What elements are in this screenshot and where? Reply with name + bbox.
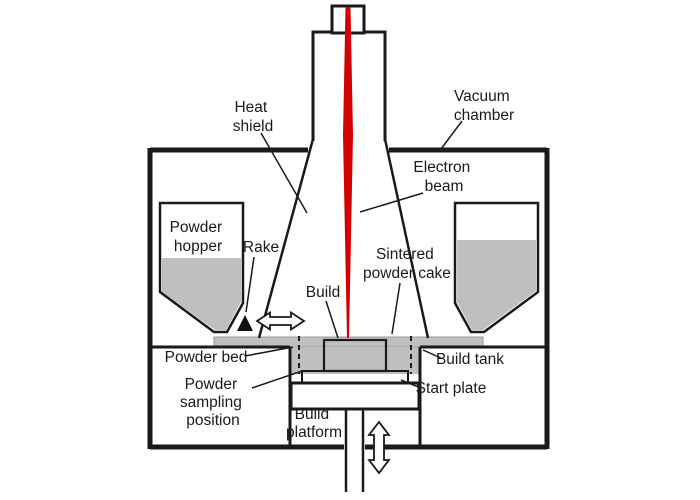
- label-build-tank: Build tank: [436, 351, 504, 368]
- rake-icon: [237, 315, 253, 331]
- leader-powder-sampling: [251, 370, 303, 389]
- vacuum-chamber-wall: [147, 147, 550, 450]
- label-build-platform-line2: platform: [286, 424, 342, 441]
- label-powder-sampling-position: Powder sampling position: [180, 376, 246, 429]
- label-vacuum-chamber-line1: Vacuum: [454, 88, 510, 105]
- powder-fill-left: [162, 258, 241, 330]
- leader-start-plate: [400, 379, 422, 389]
- sintered-powder-cake: [291, 347, 419, 374]
- label-build-platform: Build platform: [286, 406, 342, 441]
- heat-shield-cone: [257, 138, 430, 339]
- label-electron-beam: Electron beam: [413, 159, 474, 195]
- leader-powder-bed: [244, 346, 294, 357]
- label-powder-sampling-line2: sampling: [180, 394, 242, 411]
- label-start-plate: Start plate: [416, 380, 487, 397]
- label-powder-sampling-line3: position: [186, 412, 239, 429]
- label-vacuum-chamber-line2: chamber: [454, 107, 514, 124]
- leader-heat-shield: [260, 132, 308, 214]
- label-powder-hopper-line2: hopper: [174, 238, 222, 255]
- sintered-cake-boundary: [298, 336, 412, 374]
- electron-beam: [343, 7, 353, 338]
- label-electron-beam-line1: Electron: [413, 159, 470, 176]
- powder-hopper-left: [158, 201, 245, 334]
- label-powder-hopper-line1: Powder: [170, 219, 223, 236]
- powder-fill-right: [457, 240, 536, 330]
- leader-sintered-powder-cake: [391, 282, 401, 335]
- label-build-line1: Build: [306, 284, 340, 301]
- label-sintered-powder-cake: Sintered powder cake: [363, 246, 451, 282]
- powder-hopper-right: [453, 201, 540, 334]
- label-sintered-line2: powder cake: [363, 265, 451, 282]
- label-powder-hopper: Powder hopper: [170, 219, 227, 255]
- label-powder-bed: Powder bed: [165, 349, 248, 366]
- label-build: Build: [306, 284, 340, 301]
- label-build-tank-line1: Build tank: [436, 351, 504, 368]
- label-heat-shield: Heat shield: [233, 99, 274, 135]
- build-platform: [289, 381, 421, 411]
- label-heat-shield-line2: shield: [233, 118, 274, 135]
- leader-rake: [245, 256, 255, 313]
- label-rake-line1: Rake: [243, 239, 279, 256]
- label-rake: Rake: [243, 239, 279, 256]
- label-powder-bed-line1: Powder bed: [165, 349, 248, 366]
- electron-gun-column: [311, 30, 387, 141]
- platform-shaft: [344, 409, 365, 492]
- label-start-plate-line1: Start plate: [416, 380, 487, 397]
- label-heat-shield-line1: Heat: [234, 99, 267, 116]
- leader-build: [325, 300, 339, 339]
- label-powder-sampling-line1: Powder: [185, 376, 238, 393]
- label-vacuum-chamber: Vacuum chamber: [454, 88, 514, 124]
- label-electron-beam-line2: beam: [425, 178, 464, 195]
- platform-motion-arrow: [367, 420, 391, 475]
- leader-build-tank: [422, 349, 442, 359]
- label-build-platform-line1: Build: [295, 406, 329, 423]
- rake-motion-arrow: [255, 310, 306, 332]
- leader-electron-beam: [359, 192, 424, 213]
- leader-vacuum-chamber: [440, 120, 463, 150]
- label-sintered-line1: Sintered: [376, 246, 434, 263]
